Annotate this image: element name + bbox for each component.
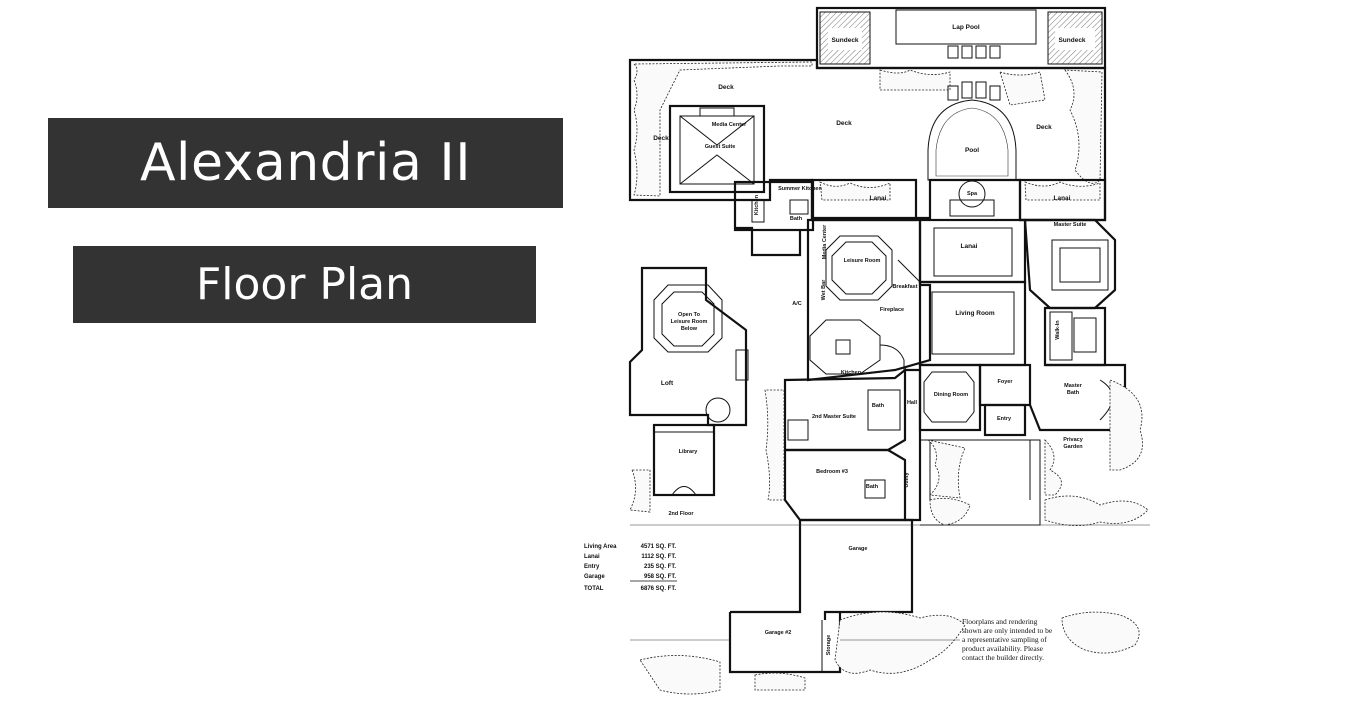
label-pool: Pool <box>965 147 979 154</box>
pool <box>927 99 1017 181</box>
label-foyer: Foyer <box>998 379 1014 385</box>
label-sundeck-left: Sundeck <box>831 37 858 44</box>
label-media-center: Media Center <box>712 122 747 128</box>
area-value-1: 1112 SQ. FT. <box>641 554 676 560</box>
label-master-suite: Master Suite <box>1054 222 1087 228</box>
label-leisure-room-below: Leisure Room <box>671 319 708 325</box>
page-title: Alexandria II <box>48 118 563 208</box>
label-utility: Utility <box>904 471 910 487</box>
spa <box>958 180 986 208</box>
guest-suite <box>668 104 766 194</box>
label-guest-suite: Guest Suite <box>705 144 736 150</box>
label-dining-room: Dining Room <box>934 392 968 398</box>
label-open-to: Open To <box>678 312 701 318</box>
disclaimer-line-2: a representative sampling of <box>962 635 1047 644</box>
label-privacy: Privacy <box>1063 437 1084 443</box>
area-label-1: Lanai <box>584 554 600 560</box>
label-fireplace: Fireplace <box>880 307 904 313</box>
label-second-master-suite: 2nd Master Suite <box>812 414 856 420</box>
label-breakfast: Breakfast <box>892 284 917 290</box>
label-deck-right: Deck <box>1036 124 1052 131</box>
label-lap-pool: Lap Pool <box>952 24 980 31</box>
label-deck-left: Deck <box>653 135 669 142</box>
area-label-total: TOTAL <box>584 586 604 592</box>
label-wet-bar: Wet Bar <box>821 279 827 301</box>
label-storage: Storage <box>826 635 832 655</box>
area-table: Living Area 4571 SQ. FT. Lanai 1112 SQ. … <box>584 544 677 592</box>
area-label-3: Garage <box>584 574 605 580</box>
label-lanai-center: Lanai <box>961 243 978 250</box>
label-hall: Hall <box>907 400 918 406</box>
label-bedroom3: Bedroom #3 <box>816 469 848 475</box>
label-garden: Garden <box>1063 444 1083 450</box>
label-deck-center: Deck <box>836 120 852 127</box>
label-spa: Spa <box>967 191 978 197</box>
pool-deck-area <box>628 6 1107 222</box>
disclaimer-line-0: Floorplans and rendering <box>962 617 1038 626</box>
label-below: Below <box>681 326 698 332</box>
area-value-3: 958 SQ. FT. <box>644 574 676 580</box>
page-subtitle: Floor Plan <box>73 246 536 323</box>
label-bath-summer: Bath <box>790 216 803 222</box>
label-leisure-room: Leisure Room <box>844 258 881 264</box>
area-label-2: Entry <box>584 564 600 570</box>
lap-pool <box>895 9 1037 45</box>
label-summer-kitchen: Summer Kitchen <box>778 186 822 192</box>
title-text: Alexandria II <box>139 133 472 193</box>
label-lanai-left: Lanai <box>870 195 887 202</box>
label-sundeck-right: Sundeck <box>1058 37 1085 44</box>
area-value-0: 4571 SQ. FT. <box>641 544 677 550</box>
disclaimer-line-4: contact the builder directly. <box>962 653 1044 662</box>
label-second-floor: 2nd Floor <box>668 511 694 517</box>
label-lanai-right: Lanai <box>1054 195 1071 202</box>
label-entry: Entry <box>997 416 1012 422</box>
label-loft: Loft <box>661 380 674 387</box>
disclaimer-line-3: product availability. Please <box>962 644 1044 653</box>
label-kitchen-small: Kitchen <box>754 194 760 215</box>
subtitle-text: Floor Plan <box>195 259 414 310</box>
disclaimer-line-1: shown are only intended to be <box>962 626 1053 635</box>
label-bath-bedroom3: Bath <box>866 484 879 490</box>
label-garage2: Garage #2 <box>765 630 792 636</box>
label-living-room: Living Room <box>955 310 995 317</box>
area-value-2: 235 SQ. FT. <box>644 564 676 570</box>
room-labels: Lap Pool Sundeck Sundeck Deck Deck Deck … <box>653 24 1086 655</box>
label-bath-second-master: Bath <box>872 403 885 409</box>
label-media-niche: Media Center <box>822 224 828 259</box>
label-ac: A/C <box>792 301 802 307</box>
disclaimer-note: Floorplans and rendering shown are only … <box>962 617 1053 662</box>
label-kitchen: Kitchen <box>841 370 862 376</box>
label-deck-top: Deck <box>718 84 734 91</box>
label-garage: Garage <box>849 546 868 552</box>
kitchen-island <box>809 319 881 375</box>
label-walk-in: Walk-In <box>1055 320 1061 340</box>
label-master-bath-1: Master <box>1064 383 1083 389</box>
main-house <box>628 178 1150 695</box>
area-label-0: Living Area <box>584 544 617 550</box>
area-value-total: 6876 SQ. FT. <box>641 586 677 592</box>
label-library: Library <box>679 449 699 455</box>
label-master-bath-2: Bath <box>1067 390 1080 396</box>
